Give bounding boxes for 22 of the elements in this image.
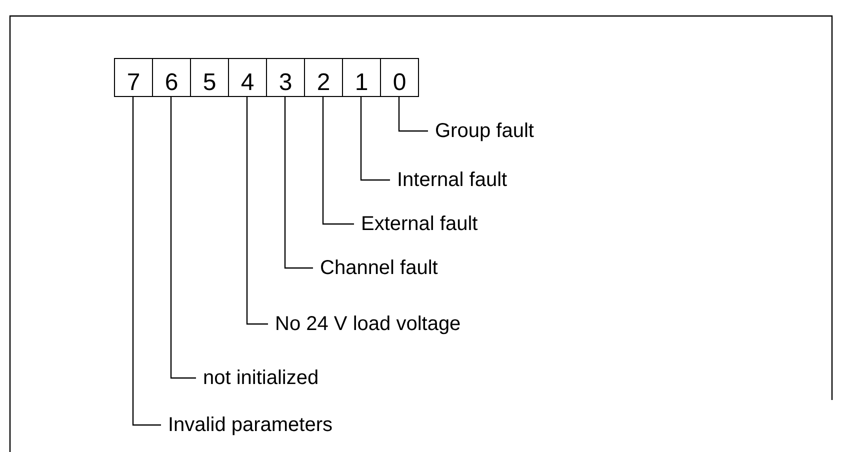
- bit-description: External fault: [361, 212, 478, 236]
- bit-description: Channel fault: [320, 256, 438, 280]
- bit-description: Invalid parameters: [168, 413, 333, 437]
- leader-line: [284, 96, 313, 269]
- leader-line: [398, 96, 428, 132]
- bit-description: Internal fault: [397, 168, 508, 192]
- bit-cell: 6: [152, 58, 191, 97]
- leader-line: [170, 96, 196, 379]
- bit-description: not initialized: [203, 366, 319, 390]
- bit-cell: 0: [380, 58, 419, 97]
- leader-line: [360, 96, 390, 181]
- bit-cell: 7: [114, 58, 153, 97]
- bit-cell: 1: [342, 58, 381, 97]
- leader-line: [132, 96, 161, 426]
- bit-cell: 5: [190, 58, 229, 97]
- bit-description: No 24 V load voltage: [275, 312, 461, 336]
- bit-description: Group fault: [435, 119, 534, 143]
- bit-cell: 3: [266, 58, 305, 97]
- leader-line: [322, 96, 354, 225]
- bit-cell: 2: [304, 58, 343, 97]
- bit-cell: 4: [228, 58, 267, 97]
- leader-line: [246, 96, 268, 325]
